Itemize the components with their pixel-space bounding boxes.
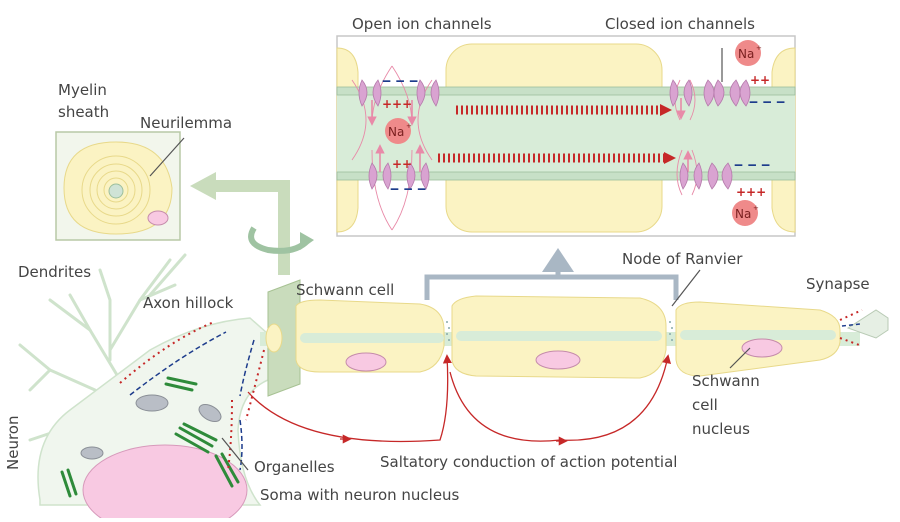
ion-channel-inset: ‒ ‒ ‒ +++ ++ ‒ ‒ ‒ ++ ‒ ‒ ‒ ‒ ‒ ‒ +++ Na… <box>336 35 796 237</box>
charge-positive-pair: ++ <box>392 157 412 171</box>
soma-charge <box>227 399 233 471</box>
cut-plane <box>267 279 301 397</box>
schwann-nucleus <box>345 352 387 372</box>
organelles <box>60 376 240 498</box>
label-soma: Soma with neuron nucleus <box>260 486 460 504</box>
soma-charge <box>239 419 243 471</box>
charge-positive: +++ <box>382 97 412 111</box>
label-saltatory-conduction: Saltatory conduction of action potential <box>380 453 677 471</box>
neuron <box>18 253 269 522</box>
svg-text:Na: Na <box>388 125 404 139</box>
charge-positive: +++ <box>736 185 766 199</box>
hillock-charge-inner <box>129 331 227 396</box>
svg-text:Na: Na <box>738 47 754 61</box>
hillock-charge-outer-right <box>245 349 265 421</box>
label-neurilemma: Neurilemma <box>140 114 232 132</box>
axon-segment <box>456 331 662 341</box>
axon <box>260 279 889 397</box>
synapse-terminal <box>846 309 889 339</box>
cross-section-arrow <box>190 172 314 275</box>
label-open-ion-channels: Open ion channels <box>352 15 492 33</box>
field-lines-left <box>351 65 433 231</box>
label-synapse: Synapse <box>806 275 870 293</box>
svg-text:+: + <box>753 204 759 212</box>
ion-channels <box>358 79 751 190</box>
label-neuron: Neuron <box>4 416 22 470</box>
synapse-charge <box>841 323 861 327</box>
node-of-ranvier-marks <box>446 321 673 341</box>
svg-text:+: + <box>756 44 762 52</box>
label-schwann-nucleus-1: Schwann <box>692 372 760 390</box>
axon-segment <box>300 333 444 343</box>
svg-text:+: + <box>406 122 412 130</box>
label-node-of-ranvier: Node of Ranvier <box>622 250 743 268</box>
synapse-charge <box>839 309 863 321</box>
svg-text:Na: Na <box>735 207 751 221</box>
pointer-lines <box>221 48 751 471</box>
myelin-rings <box>81 155 151 225</box>
label-schwann-nucleus-3: nucleus <box>692 420 750 438</box>
axon-segment <box>680 330 836 340</box>
label-schwann-cell: Schwann cell <box>296 281 394 299</box>
myelin-cross-section <box>55 131 185 241</box>
label-myelin-sheath: Myelin <box>58 81 107 99</box>
charge-negative: ‒ ‒ ‒ <box>749 95 785 110</box>
sodium-ion: Na + <box>735 40 762 66</box>
hillock-charge-inner-right <box>239 339 255 397</box>
cross-section-nucleus <box>147 210 169 226</box>
sodium-ion: Na + <box>385 118 412 144</box>
label-schwann-nucleus-2: cell <box>692 396 718 414</box>
label-closed-ion-channels: Closed ion channels <box>605 15 755 33</box>
charge-negative: ‒ ‒ ‒ <box>734 158 770 173</box>
label-myelin-sheath-2: sheath <box>58 103 109 121</box>
saltatory-arcs <box>247 354 672 446</box>
label-axon-hillock: Axon hillock <box>143 294 234 312</box>
signal-arrowhead-bottom <box>664 152 676 164</box>
inset-membrane-bottom <box>336 171 796 181</box>
signal-arrowhead-top <box>660 104 672 116</box>
charge-negative: ‒ ‒ ‒ <box>382 74 418 89</box>
schwann-nucleus <box>741 338 783 358</box>
synapse-charge <box>839 337 863 347</box>
charge-negative: ‒ ‒ ‒ <box>390 182 426 197</box>
hillock-charge-outer <box>119 321 215 384</box>
label-dendrites: Dendrites <box>18 263 91 281</box>
schwann-nucleus <box>535 350 581 370</box>
neurilemma-pointer <box>149 137 185 177</box>
charge-positive-pair: ++ <box>750 73 770 87</box>
cross-section-axon <box>108 183 124 199</box>
sodium-ion: Na + <box>732 200 759 226</box>
inset-membrane-top <box>336 86 796 96</box>
cut-plane-myelin <box>265 323 283 353</box>
label-organelles: Organelles <box>254 458 335 476</box>
neuron-nucleus <box>82 444 248 522</box>
inset-connector <box>424 248 679 300</box>
